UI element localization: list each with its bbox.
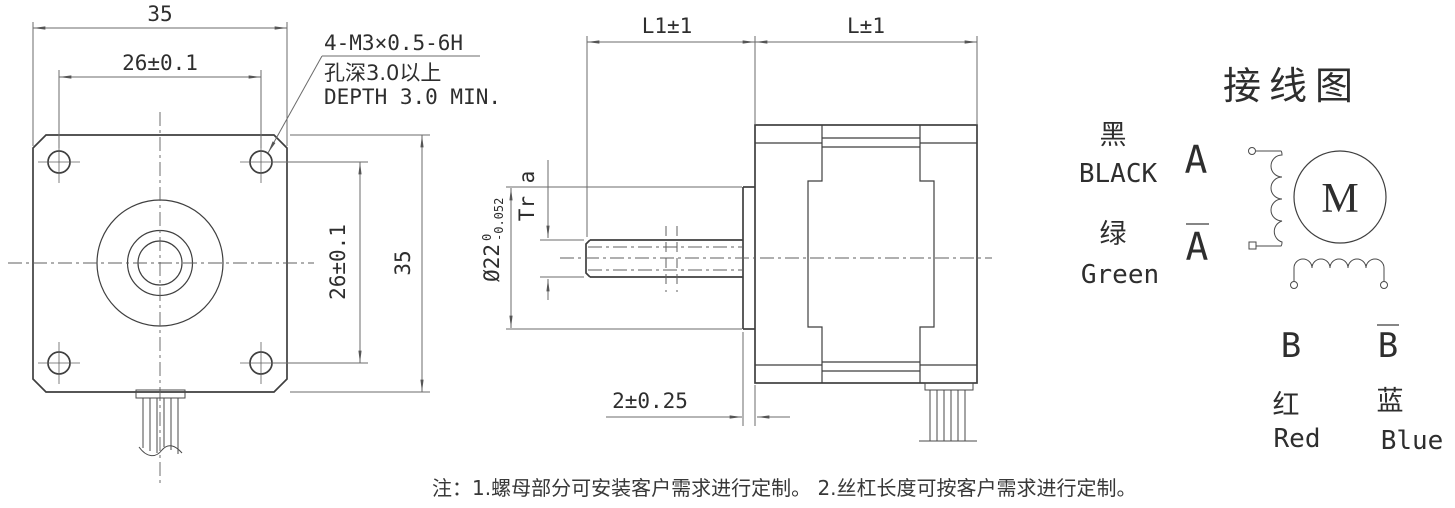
dim-body-length-label: L±1 <box>847 14 885 38</box>
lead-a-bar-cn-label: 绿 <box>1100 219 1127 250</box>
dim-height-right: 35 <box>290 134 430 393</box>
wiring-title: 接线图 <box>1223 64 1361 108</box>
thread-callout-line2: 孔深3.0以上 <box>324 61 441 85</box>
lead-b-cn-label: 红 <box>1273 390 1300 421</box>
dim-pilot-diameter-tol-upper: 0 <box>480 234 494 241</box>
lead-b-bar-cn-label: 蓝 <box>1377 386 1404 417</box>
front-lead-wires <box>135 389 186 457</box>
dim-width-top-label: 35 <box>147 2 172 26</box>
dim-pilot-diameter-main: Ø22 <box>480 244 504 282</box>
dim-screw-length: L1±1 <box>586 14 756 237</box>
phase-b-bar-label: B <box>1378 326 1398 366</box>
dim-width-top: 35 <box>32 2 288 146</box>
coil-b <box>1290 258 1388 289</box>
mounting-hole-bottom-left <box>38 342 80 384</box>
lead-a-bar-en-label: Green <box>1081 260 1159 290</box>
phase-a-bar-label: A <box>1186 225 1209 269</box>
thread-callout-line1: 4-M3×0.5-6H <box>324 31 463 55</box>
terminal-b-icon <box>1290 281 1298 289</box>
lead-b-en-label: Red <box>1274 424 1321 454</box>
front-view: 35 26±0.1 26±0.1 35 4-M3×0.5-6H <box>8 2 501 485</box>
dim-thread-spec-label: Tr a <box>515 171 539 222</box>
rear-endcap-joint <box>919 125 935 383</box>
side-lead-wires <box>919 382 977 442</box>
dim-pilot-diameter-tol-lower: -0.052 <box>492 198 506 241</box>
motor-circle <box>1293 150 1387 244</box>
terminal-b-bar-icon <box>1380 281 1388 289</box>
front-endcap-joint <box>807 125 823 383</box>
lead-screw <box>585 226 743 292</box>
dim-hole-pitch-right-label: 26±0.1 <box>326 224 350 300</box>
dim-screw-length-label: L1±1 <box>642 14 693 38</box>
terminal-a-icon <box>1248 147 1256 155</box>
dim-hole-pitch-top: 26±0.1 <box>58 51 262 148</box>
dim-height-right-label: 35 <box>391 250 415 275</box>
side-view: L1±1 L±1 Tr a Ø22 0 -0.052 <box>480 14 992 442</box>
terminal-a-bar-icon <box>1248 241 1257 250</box>
phase-b-label: B <box>1281 326 1301 366</box>
wiring-diagram: 接线图 黑 BLACK A 绿 Green A M B B 红 蓝 Red <box>1079 64 1443 456</box>
dim-hole-pitch-top-label: 26±0.1 <box>122 51 198 75</box>
thread-callout-line3: DEPTH 3.0 MIN. <box>324 85 501 109</box>
coil-a <box>1248 147 1283 250</box>
lead-b-bar-en-label: Blue <box>1381 426 1444 456</box>
lead-a-cn-label: 黑 <box>1100 120 1127 151</box>
dim-thread-spec: Tr a <box>515 160 584 300</box>
phase-a-label: A <box>1185 138 1208 182</box>
dim-boss-height-label: 2±0.25 <box>612 389 688 413</box>
motor-front-outline <box>32 134 288 393</box>
motor-symbol-label: M <box>1321 176 1358 222</box>
motor-body-side <box>754 124 978 384</box>
thread-callout: 4-M3×0.5-6H 孔深3.0以上 DEPTH 3.0 MIN. <box>267 31 501 154</box>
dim-body-length: L±1 <box>755 14 978 124</box>
dim-boss-height: 2±0.25 <box>606 332 790 426</box>
dim-pilot-diameter: Ø22 0 -0.052 <box>480 186 742 330</box>
dim-hole-pitch-right: 26±0.1 <box>273 161 368 364</box>
lead-a-en-label: BLACK <box>1079 159 1158 189</box>
drawing-notes: 注：1.螺母部分可安装客户需求进行定制。 2.丝杠长度可按客户需求进行定制。 <box>432 476 1137 500</box>
